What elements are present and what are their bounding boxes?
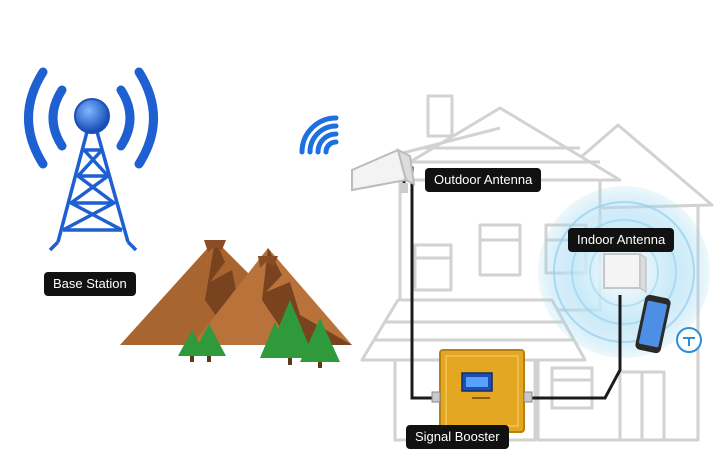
base-station-label: Base Station [44, 272, 136, 296]
outdoor-antenna-label: Outdoor Antenna [425, 168, 542, 192]
pine-tree-icon [178, 300, 340, 368]
signal-booster-label: Signal Booster [406, 425, 509, 449]
indoor-antenna-icon [603, 252, 647, 294]
cell-tower-icon [24, 67, 158, 252]
signal-booster-icon [431, 349, 533, 433]
wifi-icon [299, 115, 339, 155]
smartphone-icon [635, 294, 702, 354]
indoor-antenna-label: Indoor Antenna [568, 228, 675, 252]
panel-antenna-icon [351, 148, 416, 193]
